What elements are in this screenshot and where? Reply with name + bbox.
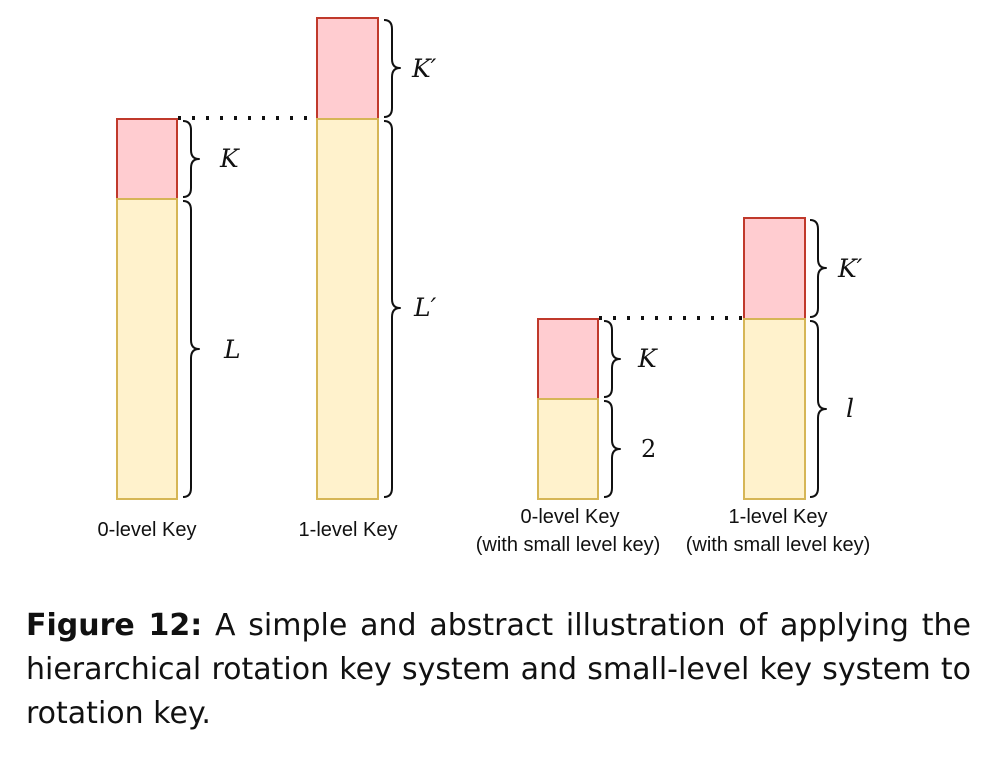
column-sublabel: (with small level key) — [686, 534, 870, 556]
k-block — [116, 118, 178, 200]
l-symbol: L — [223, 335, 241, 364]
k-prime-brace — [809, 219, 827, 318]
column-0-level-key-small: K 2 0-level Key (with small level key) — [476, 318, 660, 556]
l-block — [743, 318, 806, 500]
k-block — [537, 318, 599, 400]
two-block — [537, 398, 599, 500]
column-label: 0-level Key — [98, 519, 197, 541]
l-symbol: l — [846, 394, 854, 423]
figure-label: Figure 12: — [26, 608, 203, 643]
k-brace — [182, 120, 200, 198]
l-prime-brace — [383, 120, 401, 498]
l-block — [116, 198, 178, 500]
column-label: 1-level Key — [299, 519, 398, 541]
l-brace — [182, 200, 200, 498]
k-prime-brace — [383, 19, 401, 118]
l-prime-block — [316, 118, 379, 500]
caption-text: A simple and abstract illustration of ap… — [26, 608, 971, 731]
k-brace — [603, 320, 621, 398]
diagram: K L 0-level Key K′ L′ 1-level Key K 2 0-… — [98, 17, 870, 556]
two-brace — [603, 400, 621, 498]
k-prime-symbol: K′ — [411, 54, 437, 83]
k-prime-symbol: K′ — [837, 254, 863, 283]
k-prime-block — [316, 17, 379, 120]
two-symbol: 2 — [641, 435, 656, 463]
column-label: 1-level Key — [729, 506, 828, 528]
k-symbol: K — [219, 144, 240, 173]
column-label: 0-level Key — [521, 506, 620, 528]
column-1-level-key-small: K′ l 1-level Key (with small level key) — [686, 217, 870, 556]
column-sublabel: (with small level key) — [476, 534, 660, 556]
l-prime-symbol: L′ — [413, 293, 437, 322]
column-0-level-key: K L 0-level Key — [98, 118, 241, 541]
column-1-level-key: K′ L′ 1-level Key — [299, 17, 437, 541]
figure-caption: Figure 12: A simple and abstract illustr… — [26, 604, 971, 736]
l-brace — [809, 320, 827, 498]
k-prime-block — [743, 217, 806, 320]
k-symbol: K — [637, 344, 658, 373]
